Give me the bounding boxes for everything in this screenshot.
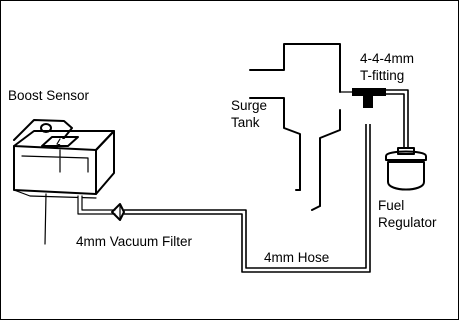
fuel-regulator-label: Fuel bbox=[378, 198, 404, 213]
t-fitting bbox=[339, 88, 386, 108]
t-fitting-label-2: T-fitting bbox=[360, 68, 404, 83]
surge-tank-label-2: Tank bbox=[231, 115, 260, 130]
fuel-regulator-label-2: Regulator bbox=[378, 215, 437, 230]
boost-sensor bbox=[13, 119, 115, 245]
surge-tank-label: Surge bbox=[231, 98, 267, 113]
surge-tank bbox=[249, 43, 341, 211]
t-fitting-label: 4-4-4mm bbox=[360, 51, 414, 66]
fuel-regulator bbox=[385, 147, 427, 191]
boost-sensor-label: Boost Sensor bbox=[8, 88, 90, 103]
hose-label: 4mm Hose bbox=[264, 250, 329, 265]
vacuum-filter-label: 4mm Vacuum Filter bbox=[76, 234, 193, 249]
vacuum-hose bbox=[124, 124, 371, 273]
vacuum-filter bbox=[111, 203, 125, 221]
